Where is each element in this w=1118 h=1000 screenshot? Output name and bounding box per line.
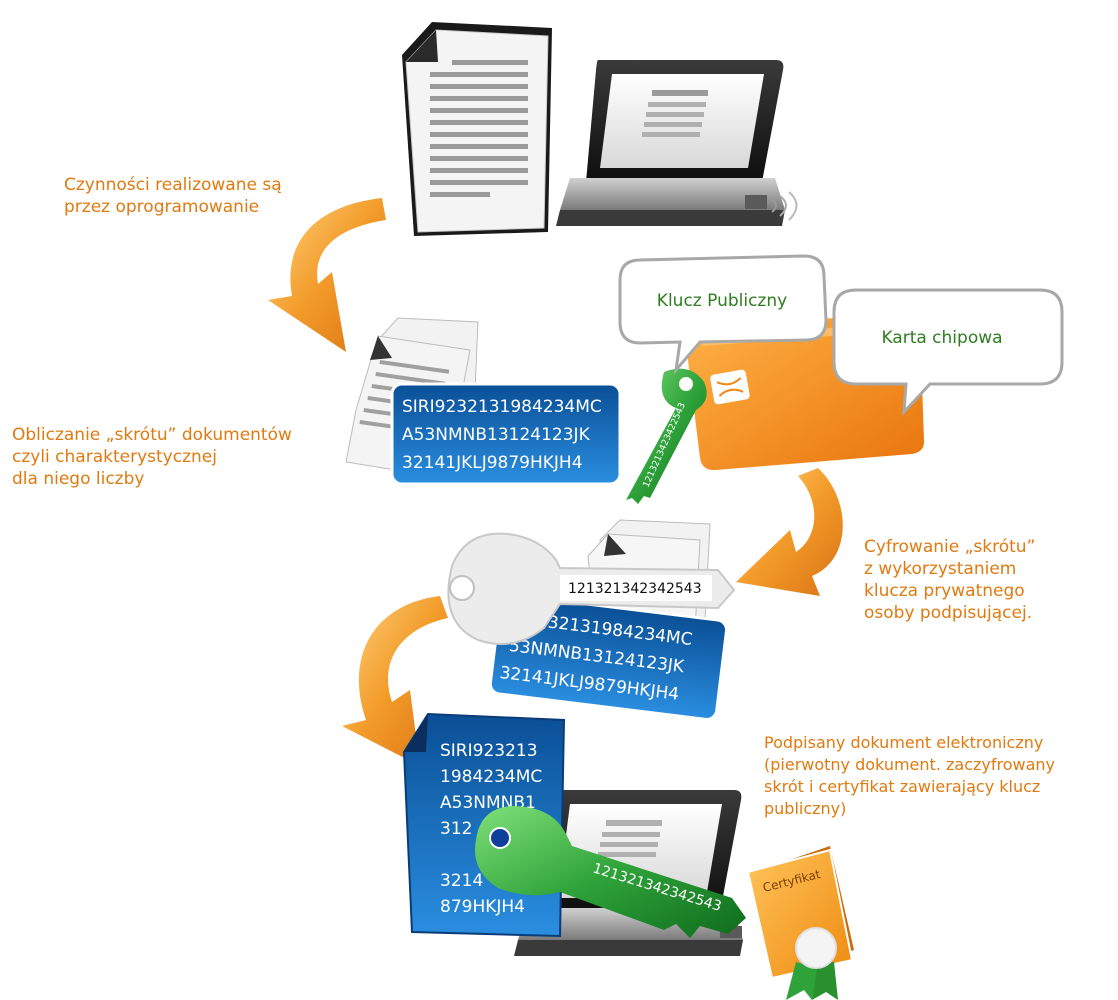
bubble-public-key: Klucz Publiczny: [618, 254, 828, 375]
bubble-smart-card-text: Karta chipowa: [881, 328, 1002, 348]
certificate: Certyfikat: [746, 846, 854, 1000]
bubble-public-key-text: Klucz Publiczny: [657, 291, 787, 311]
caption-software: Czynności realizowane są przez oprogramo…: [64, 174, 282, 218]
bubble-smart-card: Karta chipowa: [832, 288, 1064, 417]
hash-line-2: A53NMNB13124123JK: [402, 425, 591, 445]
arrow-step-1: [268, 198, 386, 352]
caption-signed-line-2: (pierwotny dokument. zaczyfrowany: [764, 755, 1055, 774]
signed-line-6: 3214: [440, 871, 483, 891]
encrypted-box: 4232131984234MC 53NMNB13124123JK 32141JK…: [488, 593, 729, 721]
white-key-code: 121321342342543: [568, 581, 702, 597]
caption-encrypt: Cyfrowanie „skrótu” z wykorzystaniem klu…: [864, 536, 1035, 624]
caption-encrypt-line-2: z wykorzystaniem: [864, 559, 1017, 579]
signed-line-1: SIRI923213: [440, 741, 538, 761]
hash-box: SIRI9232131984234MC A53NMNB13124123JK 32…: [390, 382, 622, 486]
caption-hash: Obliczanie „skrótu” dokumentów czyli cha…: [12, 424, 292, 490]
caption-encrypt-line-1: Cyfrowanie „skrótu”: [864, 537, 1036, 557]
caption-hash-line-2: czyli charakterystycznej: [12, 447, 217, 467]
caption-signed-line-4: publiczny): [764, 799, 847, 818]
caption-hash-line-1: Obliczanie „skrótu” dokumentów: [12, 425, 292, 445]
caption-encrypt-line-4: osoby podpisującej.: [864, 603, 1033, 623]
green-key-small-code: 1213213423422543: [642, 401, 688, 489]
signed-line-7: 879HKJH4: [440, 897, 525, 917]
caption-software-line-2: przez oprogramowanie: [64, 197, 260, 217]
hash-line-1: SIRI9232131984234MC: [402, 397, 602, 417]
arrow-step-3: [342, 596, 448, 766]
caption-signed-line-3: skrót i certyfikat zawierający klucz: [764, 777, 1041, 796]
signed-line-2: 1984234MC: [440, 767, 542, 787]
signed-line-4: 312: [440, 819, 472, 839]
caption-encrypt-line-3: klucza prywatnego: [864, 581, 1025, 601]
white-key-large: 121321342342543: [447, 532, 736, 645]
caption-software-line-1: Czynności realizowane są: [64, 175, 282, 195]
hash-line-3: 32141JKLJ9879HKJH4: [402, 453, 583, 473]
caption-signed-line-1: Podpisany dokument elektroniczny: [764, 733, 1044, 752]
arrow-step-2: [736, 468, 843, 596]
seal-icon: [786, 927, 838, 1000]
top-document-icon: [402, 22, 552, 236]
chip-icon: [710, 369, 750, 405]
top-laptop: [556, 60, 798, 226]
caption-signed: Podpisany dokument elektroniczny (pierwo…: [764, 732, 1055, 820]
caption-hash-line-3: dla niego liczby: [12, 469, 145, 489]
green-key-small: 1213213423422543: [626, 368, 707, 504]
